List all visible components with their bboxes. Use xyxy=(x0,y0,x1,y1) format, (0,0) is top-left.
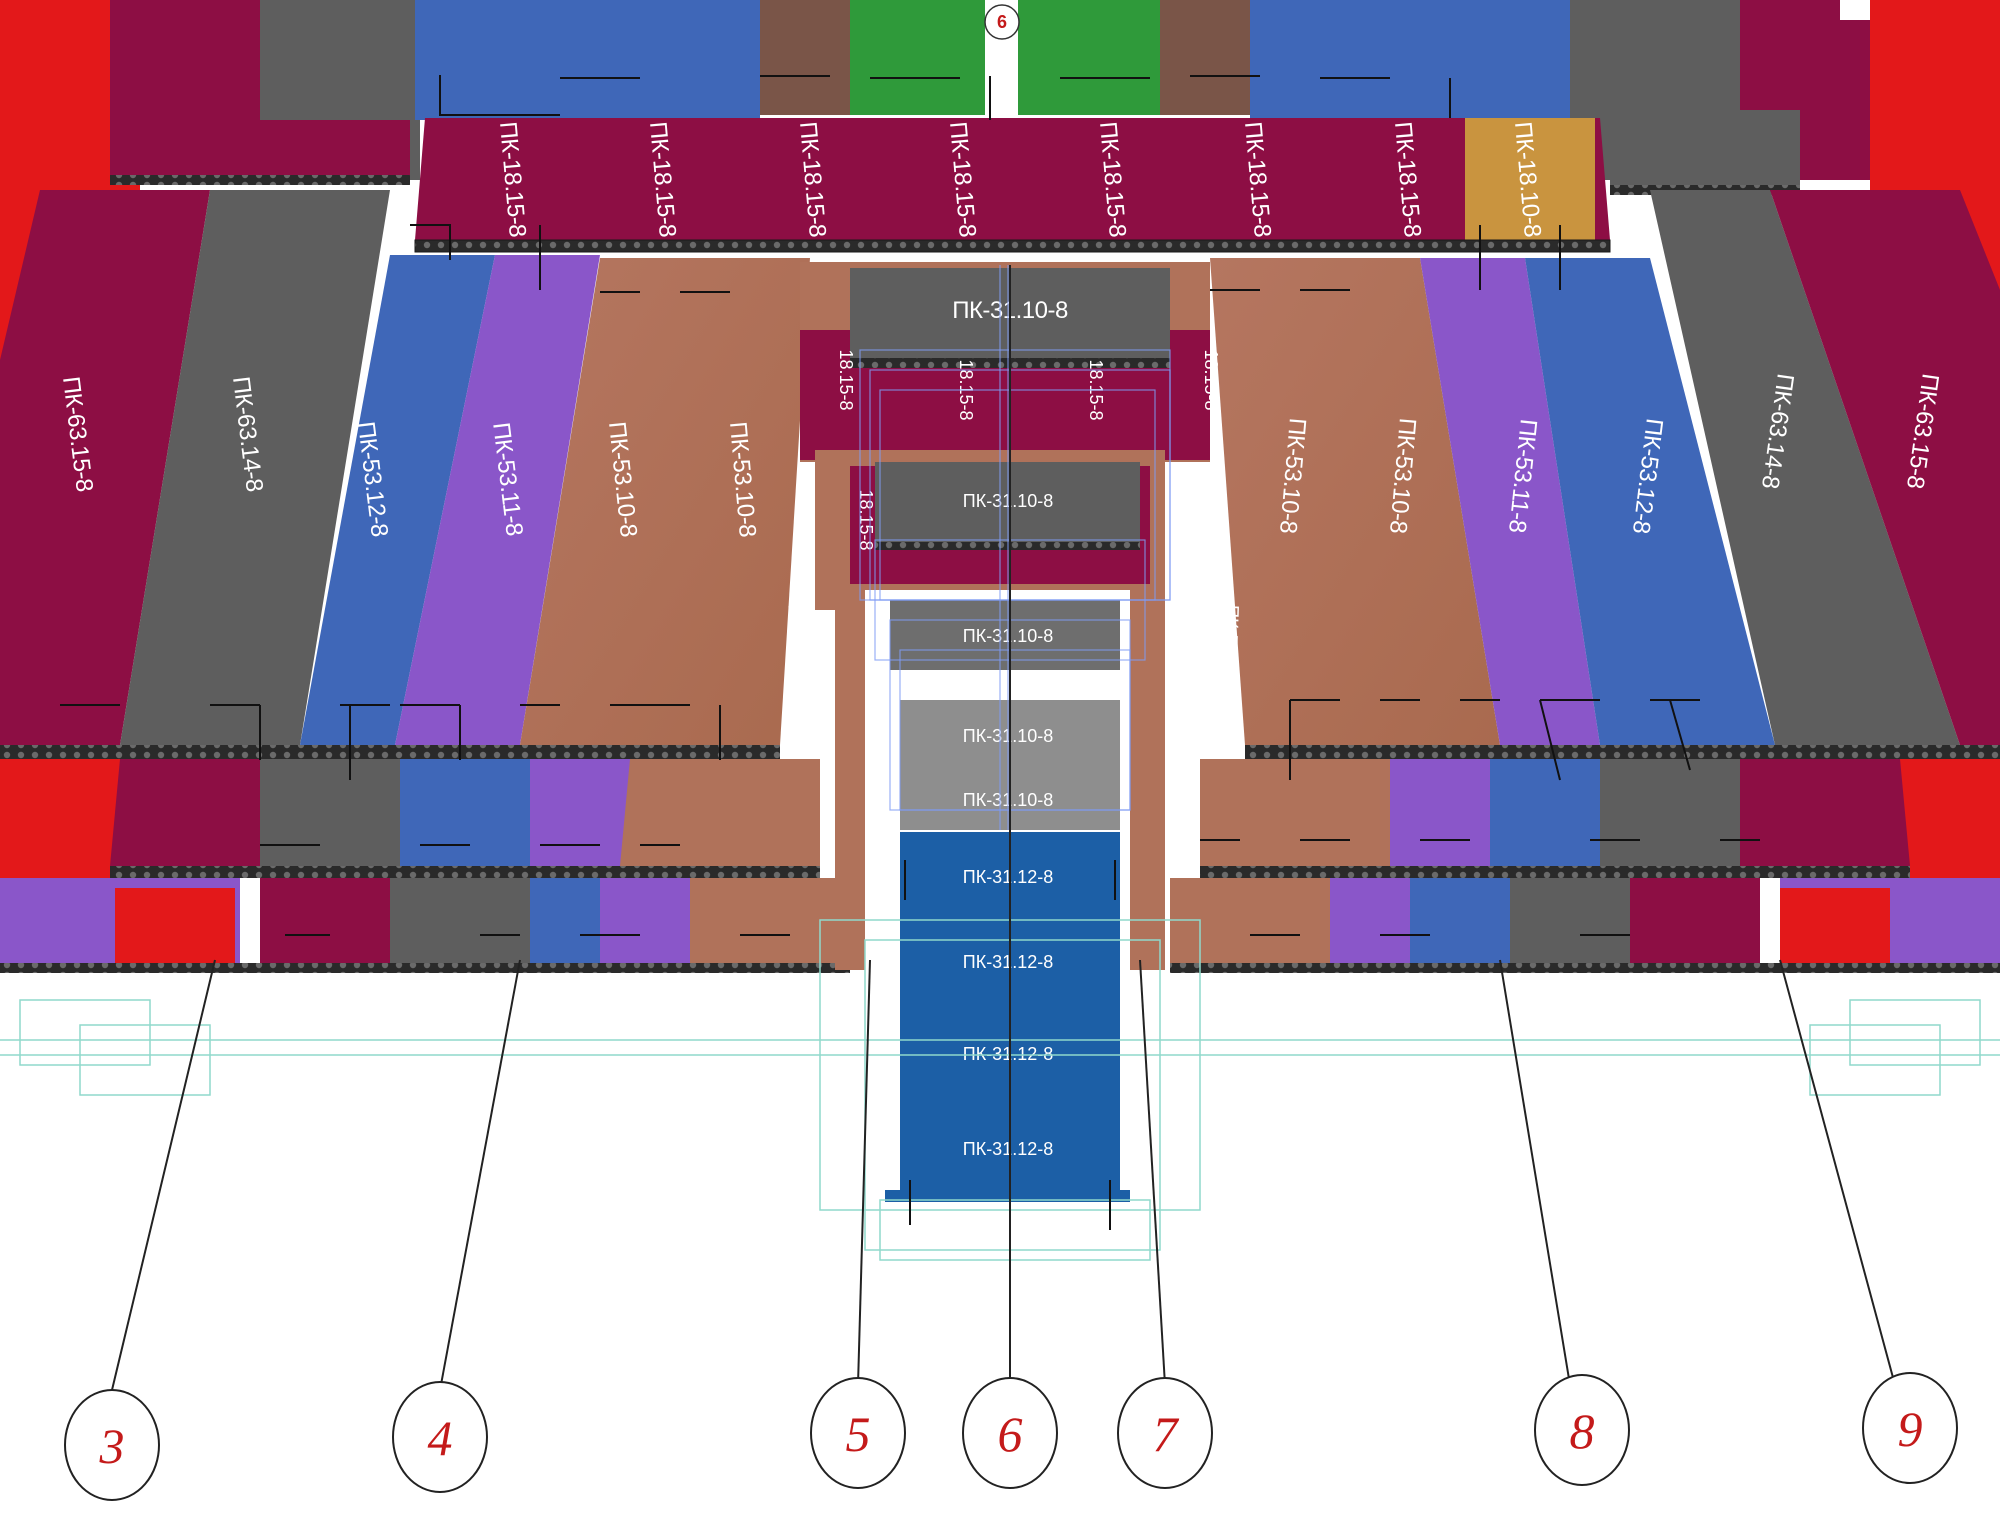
blue-slab xyxy=(415,0,760,120)
axis-6-top-marker: 6 xyxy=(984,0,1020,118)
axis-circle xyxy=(1534,1374,1630,1486)
slab-label: ПК-53.10-8 xyxy=(784,604,807,695)
axis-circle xyxy=(1117,1377,1213,1489)
back-row xyxy=(0,0,2000,200)
slab-left-1 xyxy=(0,190,210,745)
axis-label: 7 xyxy=(1153,1406,1180,1462)
slab-right-5 xyxy=(1770,190,2000,745)
axis-marker: 9 xyxy=(1862,1372,1958,1484)
slab-label: 18.15-8 xyxy=(836,349,856,410)
slab-label: ПК-53.10-8 xyxy=(1219,605,1242,696)
axis-circle xyxy=(810,1377,906,1489)
axis-markers: 3 4 5 6 7 8 9 xyxy=(64,1372,1958,1501)
slab-label: 18.15-8 xyxy=(856,489,876,550)
brown-slab xyxy=(760,0,850,115)
axis-circle xyxy=(1862,1372,1958,1484)
axis-label: 5 xyxy=(846,1406,871,1462)
slab-label: ПК-31.12-8 xyxy=(963,1044,1053,1064)
slab-right-3 xyxy=(1525,258,1775,745)
axis-leaders xyxy=(111,265,1896,1391)
red-slab xyxy=(1870,0,2000,200)
slab-right-2 xyxy=(1420,258,1600,745)
slab-left-2 xyxy=(120,190,390,745)
slab-center-fade-1 xyxy=(890,600,1120,670)
axis-circle xyxy=(64,1389,160,1501)
slab-left-3 xyxy=(300,255,495,745)
slab-right-1 xyxy=(1210,258,1500,745)
axis-label: 6 xyxy=(998,1406,1023,1462)
slab-label: ПК-31.12-8 xyxy=(963,867,1053,887)
axis-label: 8 xyxy=(1570,1403,1595,1459)
slab-left-4 xyxy=(395,255,600,745)
axis-label: 4 xyxy=(428,1410,453,1466)
slab-left-5 xyxy=(520,258,810,745)
axis-marker: 8 xyxy=(1534,1374,1630,1486)
slab-right-4 xyxy=(1650,190,1960,745)
gold-slab xyxy=(1465,118,1595,240)
axis-circle xyxy=(392,1381,488,1493)
axis-marker: 3 xyxy=(64,1389,160,1501)
axis-marker: 4 xyxy=(392,1381,488,1493)
axis-label: 9 xyxy=(1898,1401,1923,1457)
axis-circle xyxy=(962,1377,1058,1489)
brown-slab xyxy=(1160,0,1255,115)
blue-slab xyxy=(1250,0,1600,120)
axis-marker: 6 xyxy=(962,1377,1058,1489)
slab-label: ПК-31.12-8 xyxy=(963,952,1053,972)
axis-6-top-label: 6 xyxy=(997,12,1007,32)
slab-label: 18.15-8 xyxy=(1201,349,1221,410)
axis-label: 3 xyxy=(99,1418,125,1474)
axis-marker: 5 xyxy=(810,1377,906,1489)
slab-label: ПК-31.12-8 xyxy=(963,1139,1053,1159)
cut-marks xyxy=(60,75,1760,1230)
axis-marker: 7 xyxy=(1117,1377,1213,1489)
